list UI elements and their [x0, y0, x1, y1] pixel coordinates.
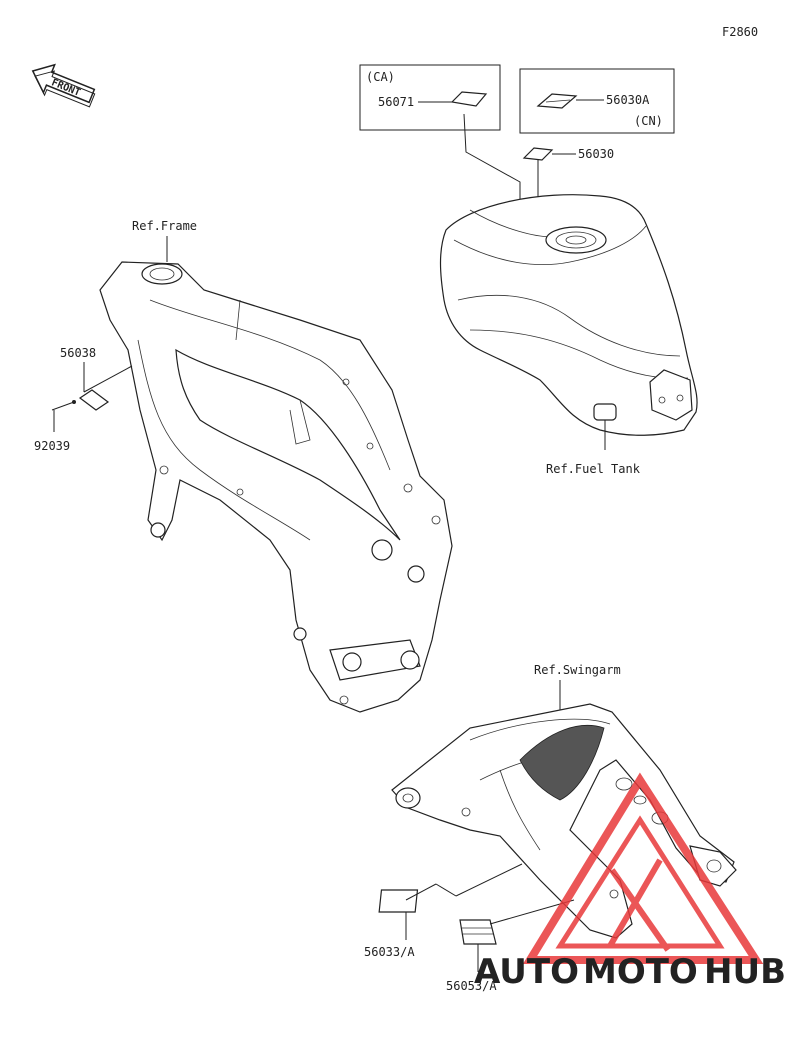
part-56038-label: 56038 — [60, 346, 96, 360]
sticker-56053 — [459, 919, 497, 945]
swingarm-pivot-bore — [395, 787, 421, 809]
triangle-mark-icon — [522, 772, 764, 964]
ref-fuel-tank-label: Ref.Fuel Tank — [546, 462, 641, 476]
part-56071-label: 56071 — [378, 95, 414, 109]
swingarm-mesh — [519, 724, 605, 801]
part-56053-label: 56053/A — [446, 979, 497, 993]
part-56030-label: 56030 — [578, 147, 614, 161]
part-56030a-label: 56030A — [606, 93, 650, 107]
ca-label-box: (CA) 56071 — [359, 64, 501, 131]
part-92039-label: 92039 — [34, 439, 70, 453]
frame-boss — [371, 539, 393, 561]
sticker-56038 — [78, 389, 110, 411]
tank-label-location — [593, 403, 617, 421]
main-frame — [99, 261, 453, 713]
part-56033-label: 56033/A — [364, 945, 415, 959]
watermark-word-hub: HUB — [704, 952, 786, 992]
sticker-56033 — [378, 889, 419, 913]
automotohub-logo: AUTO MOTO HUB — [474, 772, 786, 992]
swingarm — [391, 703, 737, 939]
ref-swingarm-label: Ref.Swingarm — [534, 663, 621, 677]
watermark-word-auto: AUTO — [474, 952, 579, 992]
cn-region-label: (CN) — [634, 114, 663, 128]
front-arrow-icon: FRONT — [31, 63, 96, 108]
sticker-56071 — [450, 91, 488, 107]
ca-region-label: (CA) — [366, 70, 395, 84]
fuel-tank — [439, 194, 698, 450]
steering-head — [141, 263, 183, 285]
figure-code: F2860 — [722, 25, 758, 39]
filler-cap — [545, 226, 607, 254]
rivet-92039 — [51, 401, 75, 411]
tank-mount-bracket — [649, 369, 693, 421]
ref-frame-label: Ref.Frame — [132, 219, 197, 233]
watermark-word-moto: MOTO — [583, 952, 698, 992]
cn-label-box: 56030A (CN) — [519, 68, 675, 134]
sticker-56030 — [522, 147, 554, 161]
